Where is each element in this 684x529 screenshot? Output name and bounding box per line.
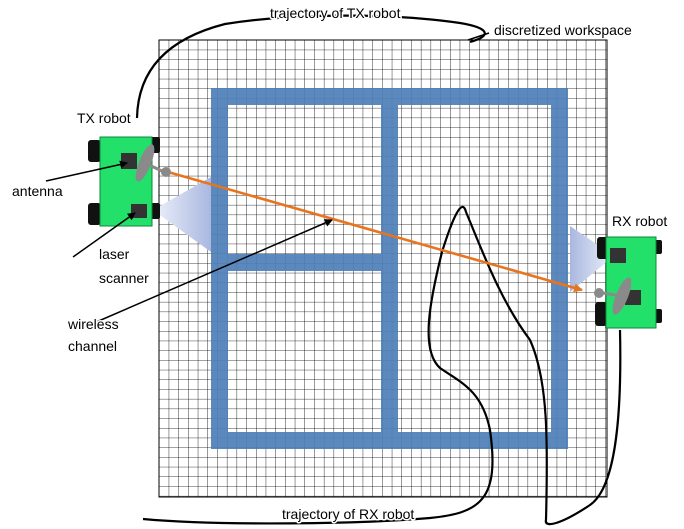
rx-antenna-dot [594, 288, 604, 298]
wireless-channel-pointer-arrow [93, 219, 333, 324]
laser-label-line1: laser [99, 246, 130, 262]
rx-laser-scanner [610, 248, 626, 263]
tx-laser-cone [153, 177, 211, 252]
tx-trajectory-line [135, 14, 486, 119]
rx-robot [594, 236, 662, 329]
rx-robot-label: RX robot [612, 213, 667, 229]
wireless-label-line1: wireless [67, 316, 119, 332]
antenna-label: antenna [12, 183, 63, 199]
laser-label-line2: scanner [99, 270, 149, 286]
walls [211, 88, 568, 449]
workspace-pointer-line [467, 32, 490, 41]
tx-antenna-mount [121, 153, 137, 169]
rx-wheel-bl [595, 302, 607, 326]
tx-robot-label: TX robot [77, 110, 131, 126]
tx-robot [88, 136, 171, 227]
antenna-pointer-arrow [45, 160, 128, 182]
wall-middle-horizontal [211, 254, 398, 271]
wireless-channel-arrow [167, 170, 583, 293]
wall-right [551, 88, 568, 449]
tx-antenna-dot [161, 167, 171, 177]
wireless-label-line2: channel [68, 338, 117, 354]
rx-laser-cone [570, 226, 614, 292]
tx-wheel-tl [88, 140, 101, 162]
workspace-label: discretized workspace [494, 22, 632, 38]
tx-laser-scanner [131, 204, 147, 218]
laser-scanner-pointer-arrow [72, 212, 136, 258]
rx-trajectory-line [142, 205, 622, 526]
tx-trajectory-label: trajectory of TX robot [270, 5, 401, 21]
rx-trajectory-label: trajectory of RX robot [282, 506, 414, 522]
labels: trajectory of TX robot discretized works… [11, 4, 669, 524]
tx-wheel-bl [88, 203, 101, 225]
